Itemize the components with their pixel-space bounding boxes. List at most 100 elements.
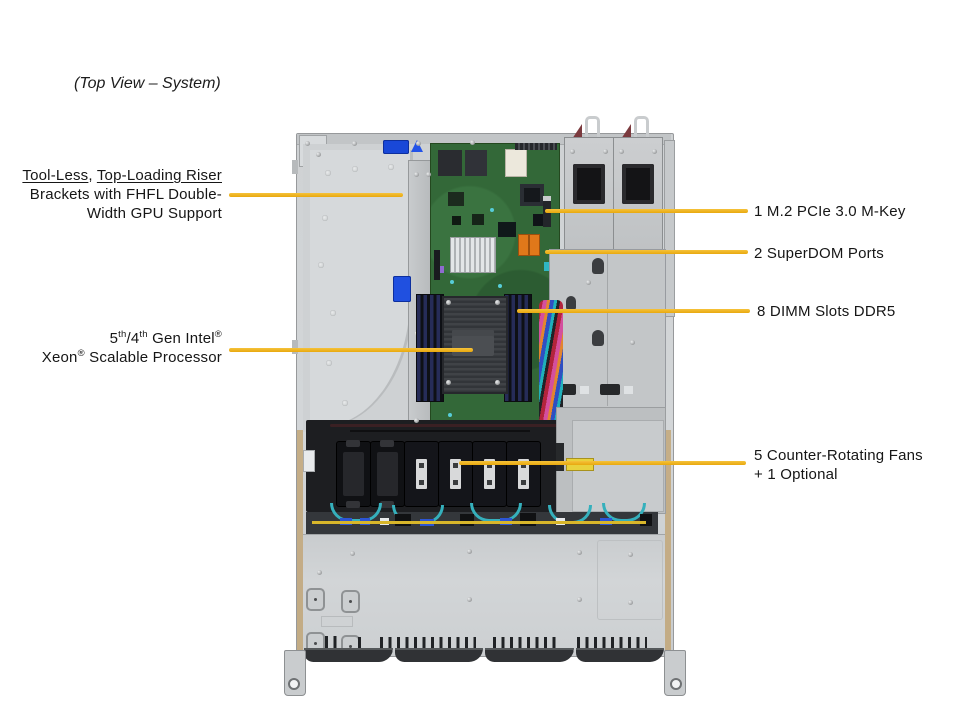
capacitor <box>448 413 452 417</box>
screw <box>570 149 575 154</box>
callout-label-fans: 5 Counter-Rotating Fans + 1 Optional <box>754 446 923 484</box>
front-cutout <box>306 588 325 611</box>
power-socket <box>600 384 620 395</box>
psu-fan-window <box>622 164 654 204</box>
screw <box>467 597 472 602</box>
warning-sticker-blue <box>393 276 411 302</box>
chip <box>498 222 516 237</box>
ear-screw-hole <box>670 678 682 690</box>
riser-separator: , <box>88 167 97 184</box>
ear-screw-hole <box>288 678 300 690</box>
usb-ports <box>465 150 487 176</box>
superdom-port <box>529 234 540 256</box>
fan-unit <box>472 441 507 507</box>
riser-label-line1: Tool-Less, Top-Loading Riser <box>6 166 222 185</box>
power-supply-2 <box>613 137 663 251</box>
page-title: (Top View – System) <box>74 75 221 92</box>
vent-slots <box>380 637 476 649</box>
chassis-left-tab <box>292 340 298 354</box>
fan-wires <box>350 430 530 432</box>
screw <box>495 300 500 305</box>
screw <box>628 600 633 605</box>
proc-seg: Scalable Processor <box>84 349 222 366</box>
registered-mark: ® <box>77 348 85 359</box>
front-cover-label-area <box>321 616 353 627</box>
vent-slots <box>358 637 364 649</box>
backplane-block <box>395 514 411 526</box>
bmc-chip <box>520 184 544 206</box>
leader-line-superdom <box>545 250 748 254</box>
proc-seg: 5 <box>109 330 119 347</box>
dimple <box>326 360 332 366</box>
screw <box>619 149 624 154</box>
fan-wires <box>330 424 580 427</box>
psu-latch <box>572 124 582 139</box>
chip <box>452 216 461 225</box>
chip <box>472 214 484 225</box>
dimple <box>322 215 328 221</box>
screw <box>586 280 591 285</box>
screw <box>630 340 635 345</box>
fan-unit <box>404 441 439 507</box>
backplane-block <box>640 514 652 526</box>
dimple <box>330 310 336 316</box>
screw <box>577 597 582 602</box>
riser-label-line3: Width GPU Support <box>86 205 222 222</box>
callout-label-m2: 1 M.2 PCIe 3.0 M-Key <box>754 203 906 220</box>
screw <box>603 149 608 154</box>
screw <box>352 141 357 146</box>
callout-label-riser: Tool-Less, Top-Loading Riser Brackets wi… <box>6 166 222 223</box>
vent-slots <box>325 636 339 649</box>
cpu-heatsink-label <box>452 330 494 356</box>
jumper <box>440 266 444 273</box>
dimple <box>318 262 324 268</box>
proc-sup: th <box>139 329 148 340</box>
screw <box>416 141 421 146</box>
vent-slots <box>493 637 561 649</box>
pch-heatsink <box>450 237 496 273</box>
chassis-left-tab <box>292 160 298 174</box>
proc-seg: Xeon <box>41 349 78 366</box>
front-cover <box>303 534 665 649</box>
chassis-right-rail-trim <box>665 430 671 652</box>
fans-label-line2: + 1 Optional <box>754 466 838 483</box>
rail-sticker <box>303 450 315 472</box>
riser-underlined-2: Top-Loading Riser <box>96 167 222 184</box>
screw <box>495 380 500 385</box>
cage-seam <box>607 250 608 406</box>
cage-latch <box>592 330 604 346</box>
processor-label-line2: Xeon® Scalable Processor <box>6 348 222 367</box>
screw <box>470 140 475 145</box>
fans-label-line1: 5 Counter-Rotating Fans <box>754 447 923 464</box>
lan-ports <box>438 150 462 176</box>
registered-mark: ® <box>214 329 222 340</box>
front-cutout <box>341 590 360 613</box>
fan-unit <box>506 441 541 507</box>
chassis-left-rail-trim <box>297 430 303 652</box>
screw <box>628 552 633 557</box>
power-socket-tab <box>624 386 633 394</box>
fan-unit <box>438 441 473 507</box>
cage-latch <box>566 296 576 310</box>
leader-line-riser <box>229 193 403 197</box>
proc-seg: Gen Intel <box>147 330 215 347</box>
leader-line-processor <box>229 348 473 352</box>
vent-slots <box>577 637 647 649</box>
screw <box>316 152 321 157</box>
screw <box>467 549 472 554</box>
leader-line-fans <box>459 461 746 465</box>
screw <box>414 172 419 177</box>
proc-seg: /4 <box>126 330 140 347</box>
proc-sup: th <box>118 329 127 340</box>
psu-handle <box>585 116 600 143</box>
screw <box>426 172 431 177</box>
psu-fan-window <box>573 164 605 204</box>
vga-connector <box>505 149 527 177</box>
dimple <box>388 164 394 170</box>
backplane-block <box>460 514 474 526</box>
screw <box>446 380 451 385</box>
backplane-block <box>520 513 536 526</box>
screw <box>350 551 355 556</box>
chassis-right-rail <box>664 140 675 317</box>
